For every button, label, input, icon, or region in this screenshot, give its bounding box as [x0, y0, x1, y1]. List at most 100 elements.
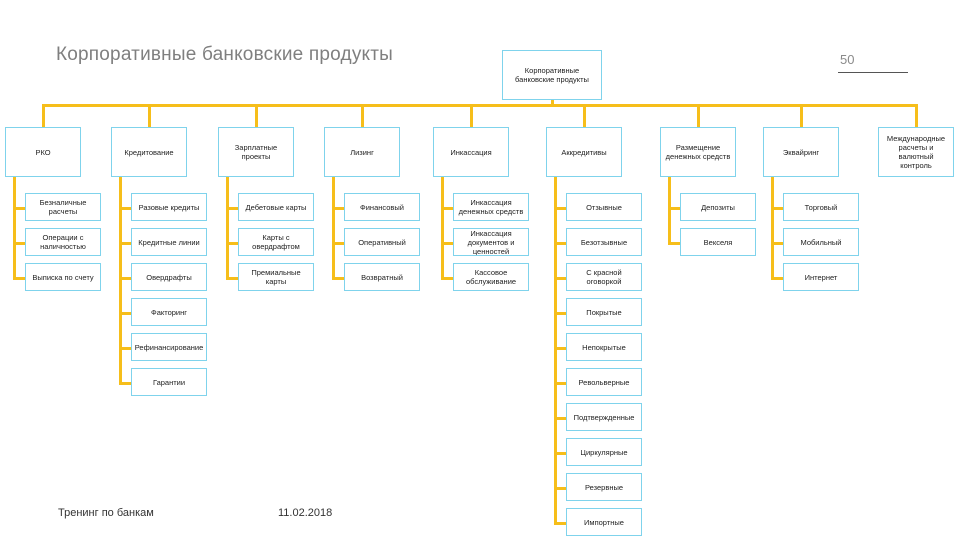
child-tick-connector — [119, 347, 131, 350]
leaf-node-label: Инкассация денежных средств — [458, 198, 524, 216]
child-tick-connector — [554, 452, 566, 455]
branch-node-label: Инкассация — [450, 147, 492, 157]
leaf-node: Премиальные карты — [238, 263, 314, 291]
leaf-node: Кредитные линии — [131, 228, 207, 256]
child-tick-connector — [119, 207, 131, 210]
leaf-node-label: Карты с овердрафтом — [252, 233, 300, 251]
leaf-node-label: Револьверные — [578, 377, 630, 387]
leaf-node-label: Оперативный — [358, 237, 406, 247]
leaf-node-label: Интернет — [804, 272, 838, 282]
leaf-node: Оперативный — [344, 228, 420, 256]
child-tick-connector — [554, 487, 566, 490]
branch-node: Эквайринг — [763, 127, 839, 177]
branch-node-label: Размещение денежных средств — [665, 143, 731, 161]
leaf-node: Векселя — [680, 228, 756, 256]
footer-training-label: Тренинг по банкам — [58, 507, 154, 519]
branch-node-label: Аккредитивы — [561, 147, 607, 157]
child-tick-connector — [332, 207, 344, 210]
leaf-node-label: Депозиты — [701, 202, 735, 212]
leaf-node-label: Премиальные карты — [251, 268, 301, 286]
leaf-node-label: Безотзывные — [580, 237, 628, 247]
leaf-node: Рефинансирование — [131, 333, 207, 361]
leaf-node: С красной оговоркой — [566, 263, 642, 291]
leaf-node: Гарантии — [131, 368, 207, 396]
leaf-node: Резервные — [566, 473, 642, 501]
leaf-node: Подтвержденные — [566, 403, 642, 431]
leaf-node: Револьверные — [566, 368, 642, 396]
branch-drop-connector — [697, 104, 700, 127]
leaf-node: Циркулярные — [566, 438, 642, 466]
branch-node-label: Международные расчеты и валютный контрол… — [886, 134, 946, 170]
branch-spine-connector — [13, 177, 16, 279]
child-tick-connector — [554, 312, 566, 315]
leaf-node: Карты с овердрафтом — [238, 228, 314, 256]
child-tick-connector — [554, 417, 566, 420]
child-tick-connector — [119, 382, 131, 385]
leaf-node: Овердрафты — [131, 263, 207, 291]
slide-title: Корпоративные банковские продукты — [56, 44, 394, 65]
branch-drop-connector — [583, 104, 586, 127]
branch-node: Зарплатные проекты — [218, 127, 294, 177]
branch-node: Кредитование — [111, 127, 187, 177]
child-tick-connector — [554, 207, 566, 210]
leaf-node: Депозиты — [680, 193, 756, 221]
leaf-node-label: С красной оговоркой — [586, 268, 622, 286]
branch-drop-connector — [255, 104, 258, 127]
branch-spine-connector — [441, 177, 444, 279]
leaf-node-label: Инкассация документов и ценностей — [467, 228, 515, 256]
leaf-node-label: Овердрафты — [146, 272, 192, 282]
leaf-node-label: Гарантии — [152, 377, 186, 387]
branch-node: Лизинг — [324, 127, 400, 177]
leaf-node-label: Кредитные линии — [138, 237, 200, 247]
leaf-node: Кассовое обслуживание — [453, 263, 529, 291]
branch-drop-connector — [800, 104, 803, 127]
branch-node-label: Лизинг — [350, 147, 374, 157]
branch-spine-connector — [554, 177, 557, 524]
root-node: Корпоративные банковские продукты — [502, 50, 602, 100]
branch-drop-connector — [361, 104, 364, 127]
child-tick-connector — [554, 277, 566, 280]
leaf-node-label: Возвратный — [361, 272, 403, 282]
leaf-node-label: Дебетовые карты — [245, 202, 307, 212]
branch-spine-connector — [668, 177, 671, 244]
branch-node-label: Кредитование — [124, 147, 174, 157]
child-tick-connector — [119, 242, 131, 245]
top-bus-connector — [42, 104, 918, 107]
leaf-node-label: Рефинансирование — [134, 342, 204, 352]
leaf-node: Безотзывные — [566, 228, 642, 256]
branch-node-label: РКО — [35, 147, 51, 157]
child-tick-connector — [13, 242, 25, 245]
leaf-node: Инкассация денежных средств — [453, 193, 529, 221]
child-tick-connector — [119, 312, 131, 315]
child-tick-connector — [668, 242, 680, 245]
child-tick-connector — [13, 277, 25, 280]
leaf-node-label: Финансовый — [360, 202, 404, 212]
leaf-node: Возвратный — [344, 263, 420, 291]
leaf-node: Инкассация документов и ценностей — [453, 228, 529, 256]
leaf-node-label: Подтвержденные — [573, 412, 635, 422]
branch-drop-connector — [148, 104, 151, 127]
leaf-node: Разовые кредиты — [131, 193, 207, 221]
branch-drop-connector — [470, 104, 473, 127]
child-tick-connector — [554, 382, 566, 385]
branch-node: Аккредитивы — [546, 127, 622, 177]
page-number: 50 — [840, 52, 855, 67]
branch-spine-connector — [771, 177, 774, 279]
page-number-underline — [838, 72, 908, 73]
leaf-node-label: Безналичные расчеты — [39, 198, 87, 216]
leaf-node: Факторинг — [131, 298, 207, 326]
child-tick-connector — [771, 277, 783, 280]
leaf-node-label: Выписка по счету — [32, 272, 94, 282]
child-tick-connector — [554, 242, 566, 245]
leaf-node: Покрытые — [566, 298, 642, 326]
leaf-node-label: Мобильный — [800, 237, 842, 247]
root-connector — [551, 100, 554, 107]
leaf-node: Импортные — [566, 508, 642, 536]
leaf-node: Операции с наличностью — [25, 228, 101, 256]
child-tick-connector — [226, 277, 238, 280]
leaf-node: Безналичные расчеты — [25, 193, 101, 221]
leaf-node-label: Циркулярные — [580, 447, 628, 457]
